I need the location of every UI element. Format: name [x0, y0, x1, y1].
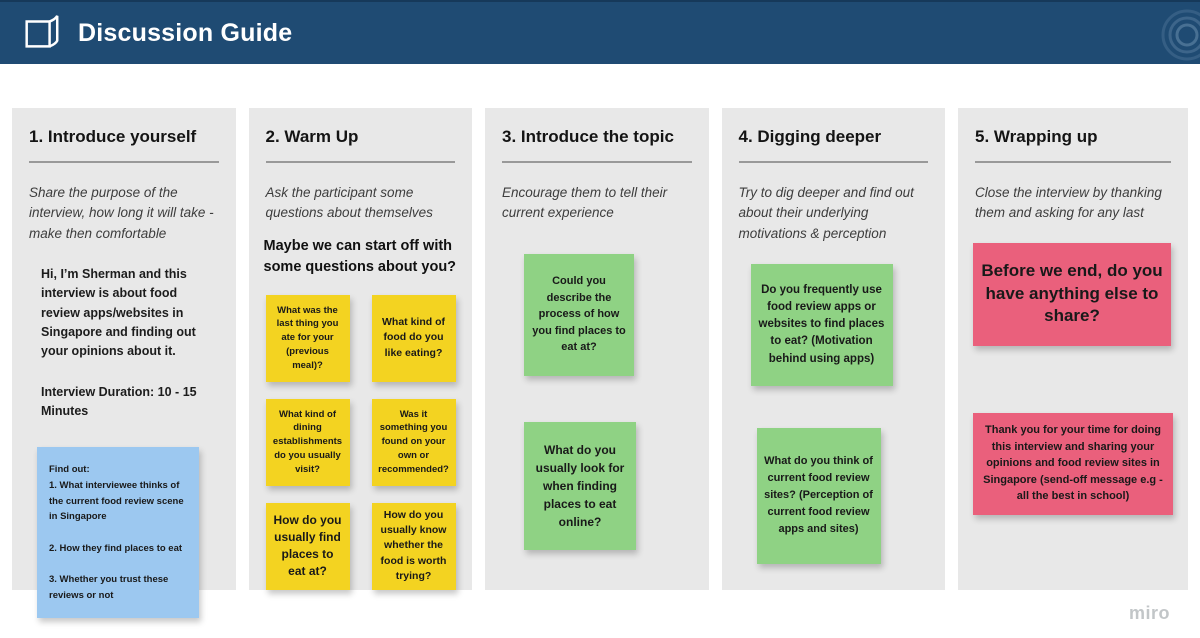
column-introduce-topic: 3. Introduce the topic Encourage them to…	[485, 108, 709, 590]
column-title: 5. Wrapping up	[975, 127, 1098, 146]
sticky-note[interactable]: What was the last thing you ate for your…	[265, 294, 350, 382]
column-title: 2. Warm Up	[265, 127, 359, 146]
divider	[502, 161, 692, 163]
sticky-note[interactable]: Do you frequently use food review apps o…	[750, 263, 893, 386]
interview-duration: Interview Duration: 10 - 15 Minutes	[41, 384, 197, 418]
divider	[29, 161, 219, 163]
sticky-note[interactable]: Could you describe the process of how yo…	[524, 253, 634, 376]
sticky-note[interactable]: What do you usually look for when findin…	[524, 421, 636, 550]
sticky-note[interactable]: What kind of food do you like eating?	[371, 294, 456, 382]
sticky-note[interactable]: What kind of dining establishments do yo…	[265, 398, 350, 486]
column-description: Try to dig deeper and find out about the…	[738, 185, 914, 241]
header: Discussion Guide	[0, 0, 1200, 64]
column-description: Close the interview by thanking them and…	[975, 185, 1162, 221]
sticky-note[interactable]: How do you usually find places to eat at…	[265, 502, 350, 590]
swirl-logo	[1158, 6, 1200, 64]
column-title: 4. Digging deeper	[738, 127, 882, 146]
divider	[738, 161, 928, 163]
column-title: 1. Introduce yourself	[29, 127, 197, 146]
column-description: Share the purpose of the interview, how …	[29, 185, 214, 241]
sticky-note[interactable]: How do you usually know whether the food…	[371, 502, 456, 590]
column-description: Encourage them to tell their current exp…	[502, 185, 668, 221]
column-warm-up: 2. Warm Up Ask the participant some ques…	[248, 108, 472, 590]
book-icon	[20, 12, 62, 54]
column-description: Ask the participant some questions about…	[265, 185, 433, 221]
column-introduce-yourself: 1. Introduce yourself Share the purpose …	[12, 108, 236, 619]
intro-script: Hi, I’m Sherman and this interview is ab…	[41, 266, 196, 359]
page-title: Discussion Guide	[78, 18, 293, 47]
sticky-note[interactable]: What do you think of current food review…	[756, 427, 881, 564]
board: 1. Introduce yourself Share the purpose …	[0, 108, 1200, 619]
sticky-note[interactable]: Thank you for your time for doing this i…	[973, 412, 1173, 515]
divider	[265, 161, 455, 163]
column-title: 3. Introduce the topic	[502, 127, 674, 146]
sticky-grid: What was the last thing you ate for your…	[265, 294, 458, 590]
column-wrapping-up: 5. Wrapping up Close the interview by th…	[958, 108, 1188, 590]
miro-watermark: miro	[1128, 603, 1170, 623]
divider	[975, 161, 1171, 163]
column-digging-deeper: 4. Digging deeper Try to dig deeper and …	[721, 108, 945, 590]
sticky-note[interactable]: Before we end, do you have anything else…	[973, 242, 1171, 346]
sticky-note[interactable]: Was it something you found on your own o…	[371, 398, 456, 486]
sticky-note[interactable]: Find out: 1. What interviewee thinks of …	[37, 447, 199, 619]
warm-up-lead: Maybe we can start off with some questio…	[263, 237, 457, 275]
